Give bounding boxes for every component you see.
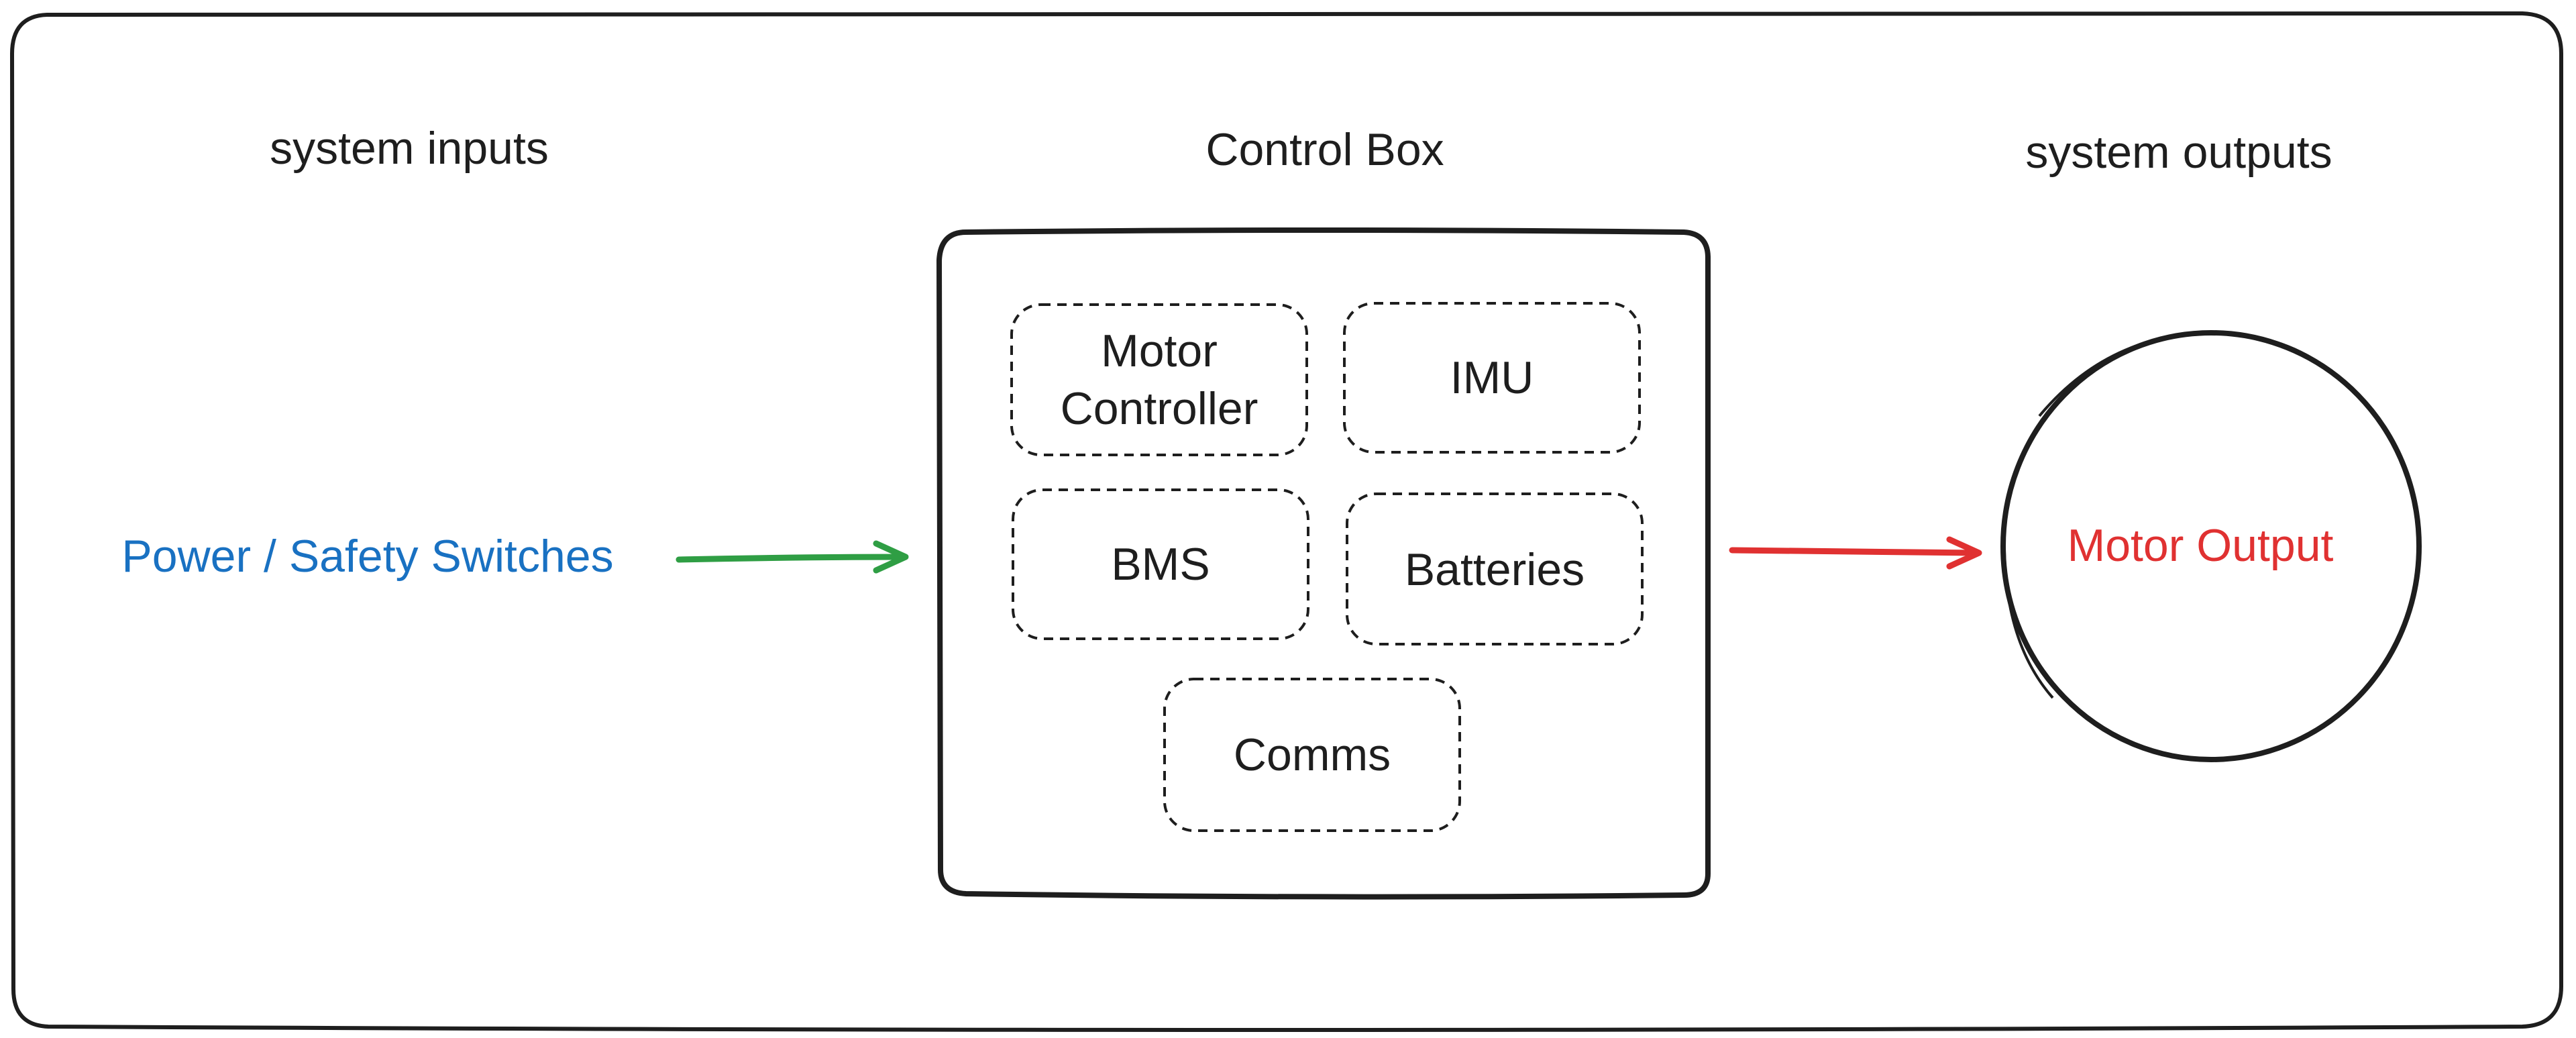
control-box: [936, 227, 1711, 900]
motor-output-circle: [2000, 330, 2422, 762]
output-arrow: [1729, 536, 1982, 570]
input-arrow: [676, 540, 909, 574]
control-box-title: Control Box: [1205, 124, 1444, 175]
system-outputs-title: system outputs: [2025, 127, 2332, 178]
system-inputs-title: system inputs: [270, 123, 549, 174]
module-batteries-label: Batteries: [1405, 544, 1585, 595]
module-comms-label: Comms: [1234, 729, 1391, 780]
motor-output-label: Motor Output: [2068, 520, 2334, 571]
module-bms: [1012, 488, 1309, 640]
module-comms: [1163, 678, 1461, 832]
module-imu-label: IMU: [1450, 352, 1534, 403]
module-batteries: [1346, 492, 1644, 645]
module-motor-controller-label-line2: Controller: [1061, 383, 1258, 434]
module-imu: [1343, 302, 1641, 454]
power-safety-switches-label: Power / Safety Switches: [121, 531, 613, 582]
module-motor-controller-label-line1: Motor: [1101, 325, 1218, 376]
module-bms-label: BMS: [1111, 539, 1210, 590]
module-motor-controller: [1010, 303, 1308, 456]
